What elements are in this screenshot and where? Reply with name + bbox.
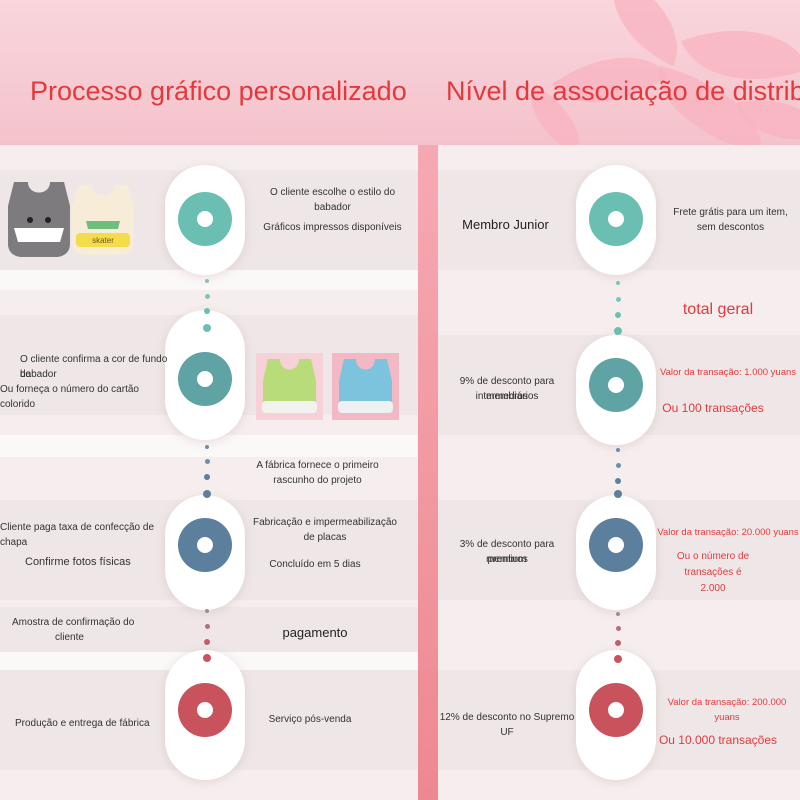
tier1-benefit-line2: sem descontos bbox=[696, 222, 765, 233]
connector-dot bbox=[614, 655, 622, 663]
connector-dot bbox=[615, 312, 621, 318]
step-disk-3 bbox=[178, 518, 232, 572]
tier2-requirement-count: Ou 100 transações bbox=[662, 401, 764, 415]
tier3-name-line2: premium bbox=[487, 554, 527, 565]
connector-dot bbox=[614, 327, 622, 335]
step-disk-4 bbox=[178, 683, 232, 737]
tier1-benefit-line1: Frete grátis para um item, bbox=[673, 207, 788, 218]
distribution-membership-panel: Membro Junior Frete grátis para um item,… bbox=[438, 145, 800, 800]
tier3-requirement-count2: transações é bbox=[684, 567, 742, 578]
connector-dot bbox=[616, 463, 621, 468]
tier4-requirement-count: Ou 10.000 transações bbox=[658, 733, 778, 747]
step4-left-a: Cliente paga taxa de confecção de chapa bbox=[0, 522, 154, 548]
tier-disk-4 bbox=[589, 683, 643, 737]
step2-line1: O cliente confirma a cor de fundo do bbox=[20, 354, 168, 380]
connector-dot bbox=[205, 459, 210, 464]
connector-dot bbox=[204, 308, 210, 314]
step2-line2: babador bbox=[20, 369, 57, 380]
connector-dot bbox=[616, 448, 620, 452]
tier2-name-line1: 9% de desconto para membros bbox=[459, 376, 555, 402]
custom-process-panel: skater O cliente escolhe o estilo do bab… bbox=[0, 145, 418, 800]
tier3-requirement-value: Valor da transação: 20.000 yuans bbox=[657, 527, 799, 538]
tier3-requirement-count3: 2.000 bbox=[700, 583, 726, 594]
tier3-requirement-count1: Ou o número de bbox=[676, 551, 750, 562]
step2-line3: Ou forneça o número do cartão colorido bbox=[0, 384, 139, 410]
tier2-requirement-value: Valor da transação: 1.000 yuans bbox=[659, 367, 797, 378]
green-bib-image bbox=[256, 353, 323, 420]
connector-dot bbox=[205, 609, 209, 613]
connector-dot bbox=[204, 474, 210, 480]
connector-dot bbox=[615, 640, 621, 646]
connector-dot bbox=[205, 279, 209, 283]
connector-dot bbox=[616, 297, 621, 302]
yellow-crocodile-bib-image: skater bbox=[72, 185, 134, 255]
step4-right-b: Concluído em 5 dias bbox=[269, 559, 361, 570]
step5-line1: Amostra de confirmação do bbox=[12, 617, 135, 628]
step1-line1: O cliente escolhe o estilo do bbox=[269, 187, 396, 198]
step1-line2: babador bbox=[314, 202, 351, 213]
connector-dot bbox=[204, 639, 210, 645]
connector-dot bbox=[616, 626, 621, 631]
step5-right: pagamento bbox=[282, 625, 348, 640]
right-title: Nível de associação de distribuição bbox=[446, 76, 800, 106]
center-divider bbox=[418, 145, 438, 800]
step-disk-1 bbox=[178, 192, 232, 246]
connector-dot bbox=[203, 324, 211, 332]
leaf-decoration bbox=[591, 0, 699, 67]
step6-right: Serviço pós-venda bbox=[268, 714, 352, 725]
tier1-name: Membro Junior bbox=[462, 217, 549, 232]
connector-dot bbox=[615, 478, 621, 484]
tier4-name: 12% de desconto no Supremo UF bbox=[439, 712, 575, 738]
step4-right-a1: Fabricação e impermeabilização bbox=[253, 517, 397, 528]
step5-line2: cliente bbox=[55, 632, 84, 643]
connector-dot bbox=[205, 294, 210, 299]
hero-header: Processo gráfico personalizado Nível de … bbox=[0, 0, 800, 145]
grey-shark-bib-image bbox=[8, 182, 70, 257]
left-title: Processo gráfico personalizado bbox=[30, 76, 407, 106]
tier2-name-line2: intermediários bbox=[475, 391, 539, 402]
step4-right-a2: de placas bbox=[303, 532, 347, 543]
connector-dot bbox=[205, 445, 209, 449]
step4-left-b: Confirme fotos físicas bbox=[25, 556, 131, 568]
step-disk-2 bbox=[178, 352, 232, 406]
connector-dot bbox=[203, 654, 211, 662]
connector-dot bbox=[616, 612, 620, 616]
step1-line3: Gráficos impressos disponíveis bbox=[263, 222, 402, 233]
tier3-name-line1: 3% de desconto para membros bbox=[459, 539, 555, 565]
total-label: total geral bbox=[682, 301, 754, 318]
connector-dot bbox=[205, 624, 210, 629]
step3-line2: rascunho do projeto bbox=[273, 475, 362, 486]
step3-line1: A fábrica fornece o primeiro bbox=[256, 460, 379, 471]
connector-dot bbox=[614, 490, 622, 498]
connector-dot bbox=[616, 281, 620, 285]
tier-disk-2 bbox=[589, 358, 643, 412]
blue-bib-image bbox=[332, 353, 399, 420]
tier4-requirement-value: Valor da transação: 200.000 yuans bbox=[667, 697, 787, 723]
row-band bbox=[0, 607, 418, 652]
row-gap bbox=[0, 270, 418, 290]
tier-disk-3 bbox=[589, 518, 643, 572]
bib-print-text: skater bbox=[92, 236, 114, 245]
tier-disk-1 bbox=[589, 192, 643, 246]
step6-left: Produção e entrega de fábrica bbox=[15, 718, 150, 729]
connector-dot bbox=[203, 490, 211, 498]
row-gap bbox=[0, 435, 418, 457]
